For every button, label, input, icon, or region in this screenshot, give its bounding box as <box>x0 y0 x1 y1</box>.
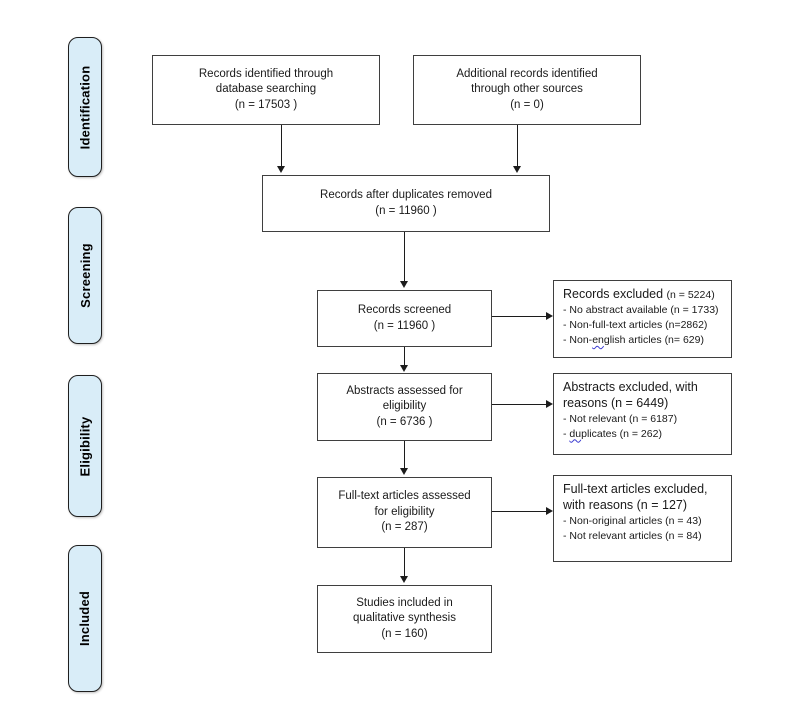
box-records-excluded: Records excluded (n = 5224) - No abstrac… <box>553 280 732 358</box>
spellcheck-underlined-text: en <box>592 333 604 346</box>
box-studies-included: Studies included in qualitative synthesi… <box>317 585 492 653</box>
abstracts-excluded-item: - duplicates (n = 262) <box>563 427 723 442</box>
arrowhead-down-icon <box>400 281 408 288</box>
box-fulltext-assessed-text: Full-text articles assessed for eligibil… <box>338 490 471 534</box>
box-studies-included-text: Studies included in qualitative synthesi… <box>353 596 456 640</box>
records-excluded-title: Records excluded (n = 5224) <box>563 286 723 302</box>
arrow-fulltext-to-excluded <box>492 511 546 512</box>
arrowhead-down-icon <box>400 576 408 583</box>
box-records-screened-text: Records screened (n = 11960 ) <box>357 304 452 332</box>
fulltext-excluded-title: Full-text articles excluded, with reason… <box>563 482 708 512</box>
fulltext-excluded-item: - Non-original articles (n = 43) <box>563 515 702 527</box>
arrowhead-down-icon <box>513 166 521 173</box>
abstracts-excluded-title: Abstracts excluded, with reasons (n = 64… <box>563 380 698 410</box>
arrowhead-right-icon <box>546 312 553 320</box>
box-records-identified: Records identified through database sear… <box>152 55 380 125</box>
phase-label-included: Included <box>77 590 93 647</box>
arrow-duplicates-to-screened <box>404 232 405 281</box>
phase-box-eligibility: Eligibility <box>68 375 102 517</box>
box-abstracts-assessed: Abstracts assessed for eligibility (n = … <box>317 373 492 441</box>
item-text-part: glish articles (n= 629) <box>603 333 704 346</box>
abstracts-excluded-item: - Not relevant (n = 6187) <box>563 413 678 425</box>
arrow-additional-to-duplicates <box>517 125 518 166</box>
box-additional-records-text: Additional records identified through ot… <box>456 67 598 111</box>
item-text-part: plicates (n = 262) <box>581 427 662 440</box>
arrow-screened-to-abstracts <box>404 347 405 365</box>
arrowhead-right-icon <box>546 400 553 408</box>
box-fulltext-excluded: Full-text articles excluded, with reason… <box>553 475 732 562</box>
arrow-screened-to-excluded <box>492 316 546 317</box>
phase-label-eligibility: Eligibility <box>77 416 93 476</box>
phase-box-screening: Screening <box>68 207 102 344</box>
box-abstracts-assessed-text: Abstracts assessed for eligibility (n = … <box>346 384 463 428</box>
phase-label-identification: Identification <box>77 65 93 149</box>
records-excluded-title-main: Records excluded <box>563 287 667 301</box>
arrowhead-down-icon <box>277 166 285 173</box>
box-records-screened: Records screened (n = 11960 ) <box>317 290 492 347</box>
box-abstracts-excluded: Abstracts excluded, with reasons (n = 64… <box>553 373 732 455</box>
records-excluded-item: - Non-english articles (n= 629) <box>563 333 723 348</box>
records-excluded-item: - Non-full-text articles (n=2862) <box>563 319 708 332</box>
box-additional-records: Additional records identified through ot… <box>413 55 641 125</box>
arrow-identified-to-duplicates <box>281 125 282 166</box>
phase-label-screening: Screening <box>77 243 93 308</box>
spellcheck-underlined-text: du <box>569 427 582 440</box>
box-fulltext-assessed: Full-text articles assessed for eligibil… <box>317 477 492 548</box>
arrowhead-down-icon <box>400 468 408 475</box>
arrowhead-down-icon <box>400 365 408 372</box>
box-duplicates-removed-text: Records after duplicates removed (n = 11… <box>320 189 492 217</box>
arrowhead-right-icon <box>546 507 553 515</box>
item-text-part: - <box>563 427 570 440</box>
box-records-identified-text: Records identified through database sear… <box>198 67 334 111</box>
records-excluded-item: - No abstract available (n = 1733) <box>563 304 719 317</box>
item-text-part: - Non- <box>563 333 593 346</box>
arrow-abstracts-to-fulltext <box>404 441 405 468</box>
arrow-abstracts-to-excluded <box>492 404 546 405</box>
box-duplicates-removed: Records after duplicates removed (n = 11… <box>262 175 550 232</box>
arrow-fulltext-to-included <box>404 548 405 576</box>
phase-box-identification: Identification <box>68 37 102 177</box>
records-excluded-title-count: (n = 5224) <box>666 289 715 301</box>
phase-box-included: Included <box>68 545 102 692</box>
fulltext-excluded-item: - Not relevant articles (n = 84) <box>563 529 702 542</box>
